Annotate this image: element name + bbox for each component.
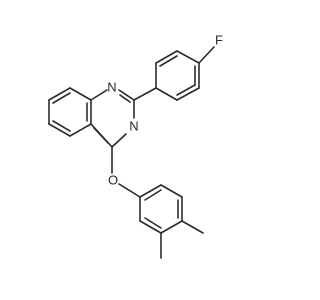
bond: [176, 50, 200, 64]
bond: [48, 87, 71, 101]
bond: [118, 183, 141, 198]
bond: [144, 189, 162, 201]
molecule-diagram: N N F O: [48, 33, 223, 259]
bond: [155, 87, 178, 101]
bond: [111, 133, 127, 148]
bond: [52, 92, 71, 104]
bond: [93, 127, 109, 144]
bonds: [48, 46, 215, 259]
bond: [139, 220, 162, 234]
bond: [69, 123, 92, 137]
bond: [52, 120, 71, 132]
bond: [160, 184, 183, 198]
bond: [176, 87, 200, 101]
bond: [48, 123, 71, 137]
fluorine-label: F: [215, 33, 223, 48]
bond: [198, 46, 215, 64]
bond: [90, 89, 108, 101]
bond: [181, 220, 204, 234]
bond: [144, 217, 162, 229]
nitrogen-3-label: N: [129, 119, 138, 134]
nitrogen-1-label: N: [107, 80, 116, 95]
bond: [118, 89, 135, 101]
atom-labels: N N F O: [107, 33, 223, 188]
bond: [160, 220, 183, 234]
bond: [133, 87, 157, 101]
bond: [69, 87, 92, 101]
bond: [155, 50, 178, 64]
structure-svg: N N F O: [48, 33, 223, 259]
bond: [176, 84, 196, 96]
bond: [119, 94, 131, 103]
bond: [159, 55, 178, 67]
oxygen-label: O: [108, 173, 118, 188]
bond: [139, 184, 162, 198]
